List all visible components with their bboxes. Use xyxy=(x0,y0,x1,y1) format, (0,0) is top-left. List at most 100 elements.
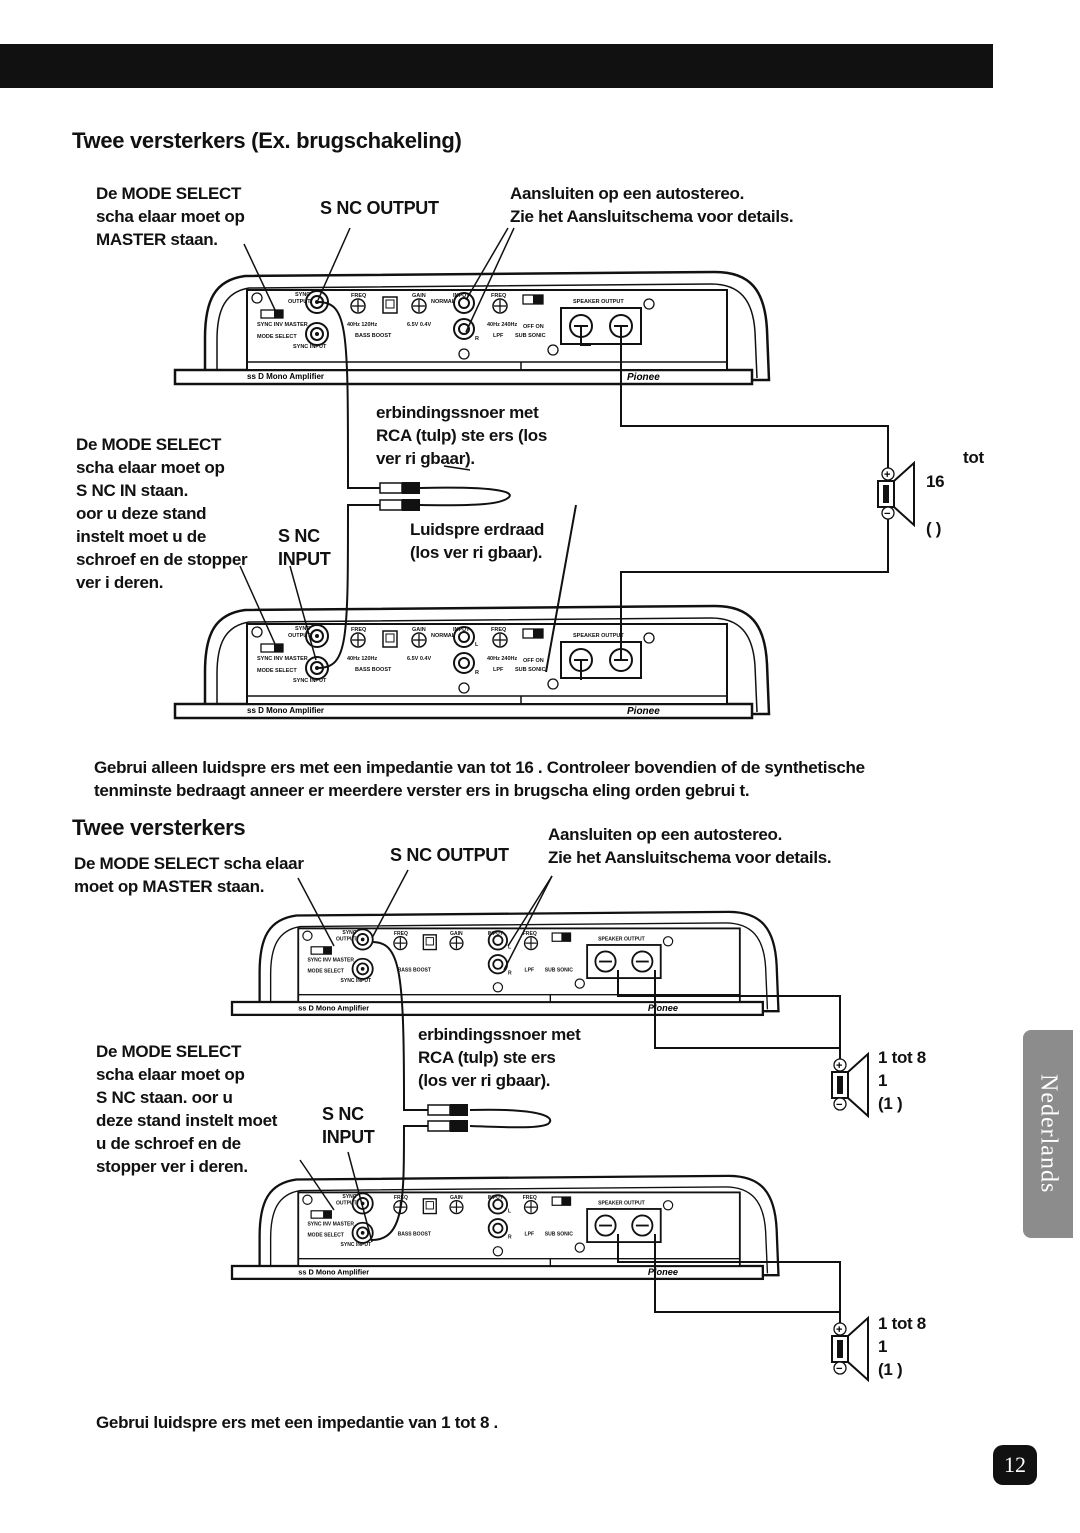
label-line: (los ver ri gbaar). xyxy=(410,543,543,562)
sync-input-label: S NC INPUT xyxy=(278,525,331,571)
rca-cable-label-2: erbindingssnoer met RCA (tulp) ste ers (… xyxy=(418,1023,581,1092)
amp-label: 6.5V 0.4V xyxy=(407,322,431,328)
amp-label: SPEAKER OUTPUT xyxy=(573,633,624,639)
language-tab: Nederlands xyxy=(1023,1030,1073,1238)
label-line: INPUT xyxy=(278,549,331,569)
note-line: Gebrui alleen luidspre ers met een imped… xyxy=(94,758,865,777)
amp-label: 40Hz 240Hz xyxy=(487,322,518,328)
label-line: scha elaar moet op xyxy=(96,207,245,226)
label-line: Zie het Aansluitschema voor details. xyxy=(548,848,832,867)
speaker-icon: + − xyxy=(877,460,915,528)
amp-label: SYNC INV MASTER xyxy=(307,1222,354,1228)
label-line: 1 tot 8 xyxy=(878,1314,926,1333)
label-line: stopper ver i deren. xyxy=(96,1157,248,1176)
page-number: 12 xyxy=(993,1445,1037,1485)
amp-label: FREQ xyxy=(351,293,367,299)
amp-label: 6.5V 0.4V xyxy=(407,656,431,662)
label-line: oor u deze stand xyxy=(76,504,207,523)
sync-output-label: S NC OUTPUT xyxy=(320,198,439,218)
label-line: erbindingssnoer met xyxy=(376,403,539,422)
speaker-wire-1 xyxy=(545,326,889,680)
mode-sync-label-2: De MODE SELECT scha elaar moet op S NC s… xyxy=(96,1040,277,1178)
label-line: De MODE SELECT xyxy=(96,184,242,203)
label-line: S NC IN staan. xyxy=(76,481,188,500)
amp-label: SPEAKER OUTPUT xyxy=(598,936,645,942)
label-line: S NC staan. oor u xyxy=(96,1088,233,1107)
label-line: instelt moet u de xyxy=(76,527,206,546)
amp-label: FREQ xyxy=(523,1195,537,1201)
label-line: 1 xyxy=(878,1071,888,1090)
speaker-wire-label: Luidspre erdraad (los ver ri gbaar). xyxy=(410,518,544,564)
amp-label: SYNC INV MASTER xyxy=(257,322,308,328)
amp-label: BASS BOOST xyxy=(398,1232,432,1238)
rca-cable-label: erbindingssnoer met RCA (tulp) ste ers (… xyxy=(376,401,547,470)
amp-label: NORMAL xyxy=(431,633,456,639)
amp-label: INPUT xyxy=(488,931,504,937)
label-line: moet op MASTER staan. xyxy=(74,877,265,896)
speaker-impedance-label: tot xyxy=(963,448,984,467)
amp-brand: Pionee xyxy=(648,1267,678,1277)
label-line: (1 ) xyxy=(878,1360,903,1379)
amp-label: OUTPUT xyxy=(288,299,311,305)
amp-label: GAIN xyxy=(412,293,426,299)
amplifier-2: SYNC OUTPUT SYNC INV MASTER MODE SELECT … xyxy=(173,604,771,720)
amp-label: LPF xyxy=(525,968,535,974)
amp-label: MODE SELECT xyxy=(257,334,297,340)
label-line: scha elaar moet op xyxy=(96,1065,245,1084)
two-amps-note: Gebrui luidspre ers met een impedantie v… xyxy=(96,1413,498,1432)
amplifier-1: SYNC OUTPUT SYNC INV MASTER MODE SELECT … xyxy=(173,270,771,386)
mode-master-label-2: De MODE SELECT scha elaar moet op MASTER… xyxy=(74,852,304,898)
amp-label: GAIN xyxy=(450,1195,463,1201)
amp-model: ss D Mono Amplifier xyxy=(298,1267,369,1276)
sync-output-label-2: S NC OUTPUT xyxy=(390,845,509,865)
label-line: 1 tot 8 xyxy=(878,1048,926,1067)
speaker-impedance-value: 16 xyxy=(926,472,945,491)
amp-label: FREQ xyxy=(491,627,507,633)
label-line: erbindingssnoer met xyxy=(418,1025,581,1044)
amplifier-3: SYNC OUTPUT SYNC INV MASTER MODE SELECT … xyxy=(230,910,780,1017)
label-line: RCA (tulp) ste ers xyxy=(418,1048,556,1067)
amp-label: FREQ xyxy=(523,931,537,937)
mode-syncin-label: De MODE SELECT scha elaar moet op S NC I… xyxy=(76,433,248,594)
amp-label: SPEAKER OUTPUT xyxy=(573,299,624,305)
label-line: ver ri gbaar). xyxy=(376,449,475,468)
amp-label: R xyxy=(475,670,479,676)
label-line: RCA (tulp) ste ers (los xyxy=(376,426,547,445)
section-title-two-amps: Twee versterkers xyxy=(72,815,246,840)
label-line: Aansluiten op een autostereo. xyxy=(510,184,745,203)
amp-label: LPF xyxy=(493,333,504,339)
bridge-note: Gebrui alleen luidspre ers met een imped… xyxy=(94,756,865,802)
label-line: schroef en de stopper xyxy=(76,550,248,569)
rca-plugs-1 xyxy=(379,482,420,511)
autostereo-label: Aansluiten op een autostereo. Zie het Aa… xyxy=(510,182,794,228)
amp-label: SYNC INPUT xyxy=(293,344,327,350)
amp-label: 40Hz 240Hz xyxy=(487,656,518,662)
label-line: Zie het Aansluitschema voor details. xyxy=(510,207,794,226)
label-line: Luidspre erdraad xyxy=(410,520,545,539)
svg-text:−: − xyxy=(836,1363,842,1375)
amp-brand: Pionee xyxy=(627,706,660,717)
language-tab-label: Nederlands xyxy=(1035,1074,1062,1194)
sync-input-label-2: S NC INPUT xyxy=(322,1103,375,1149)
amp-label: 40Hz 120Hz xyxy=(347,656,378,662)
amp-label: SYNC xyxy=(295,292,310,298)
note-line: tenminste bedraagt anneer er meerdere ve… xyxy=(94,781,750,800)
label-line: 1 xyxy=(878,1337,888,1356)
amp-label: NORMAL xyxy=(431,299,456,305)
speaker-impedance-label-b: 1 tot 8 1 (1 ) xyxy=(878,1312,926,1381)
amp-label: GAIN xyxy=(412,627,426,633)
speaker-impedance-paren: ( ) xyxy=(926,519,942,538)
amp-label: MODE SELECT xyxy=(307,1233,344,1239)
label-line: scha elaar moet op xyxy=(76,458,225,477)
label-line: ver i deren. xyxy=(76,573,164,592)
amp-model: ss D Mono Amplifier xyxy=(298,1003,369,1012)
amp-label: SUB SONIC xyxy=(545,968,573,974)
amp-label: SYNC xyxy=(295,626,310,632)
speaker-icon: + − xyxy=(831,1315,869,1383)
amp-label: LPF xyxy=(525,1232,535,1238)
amp-model: ss D Mono Amplifier xyxy=(247,706,324,715)
amp-label: L xyxy=(508,945,511,951)
label-line: u de schroef en de xyxy=(96,1134,241,1153)
amp-label: LPF xyxy=(493,667,504,673)
